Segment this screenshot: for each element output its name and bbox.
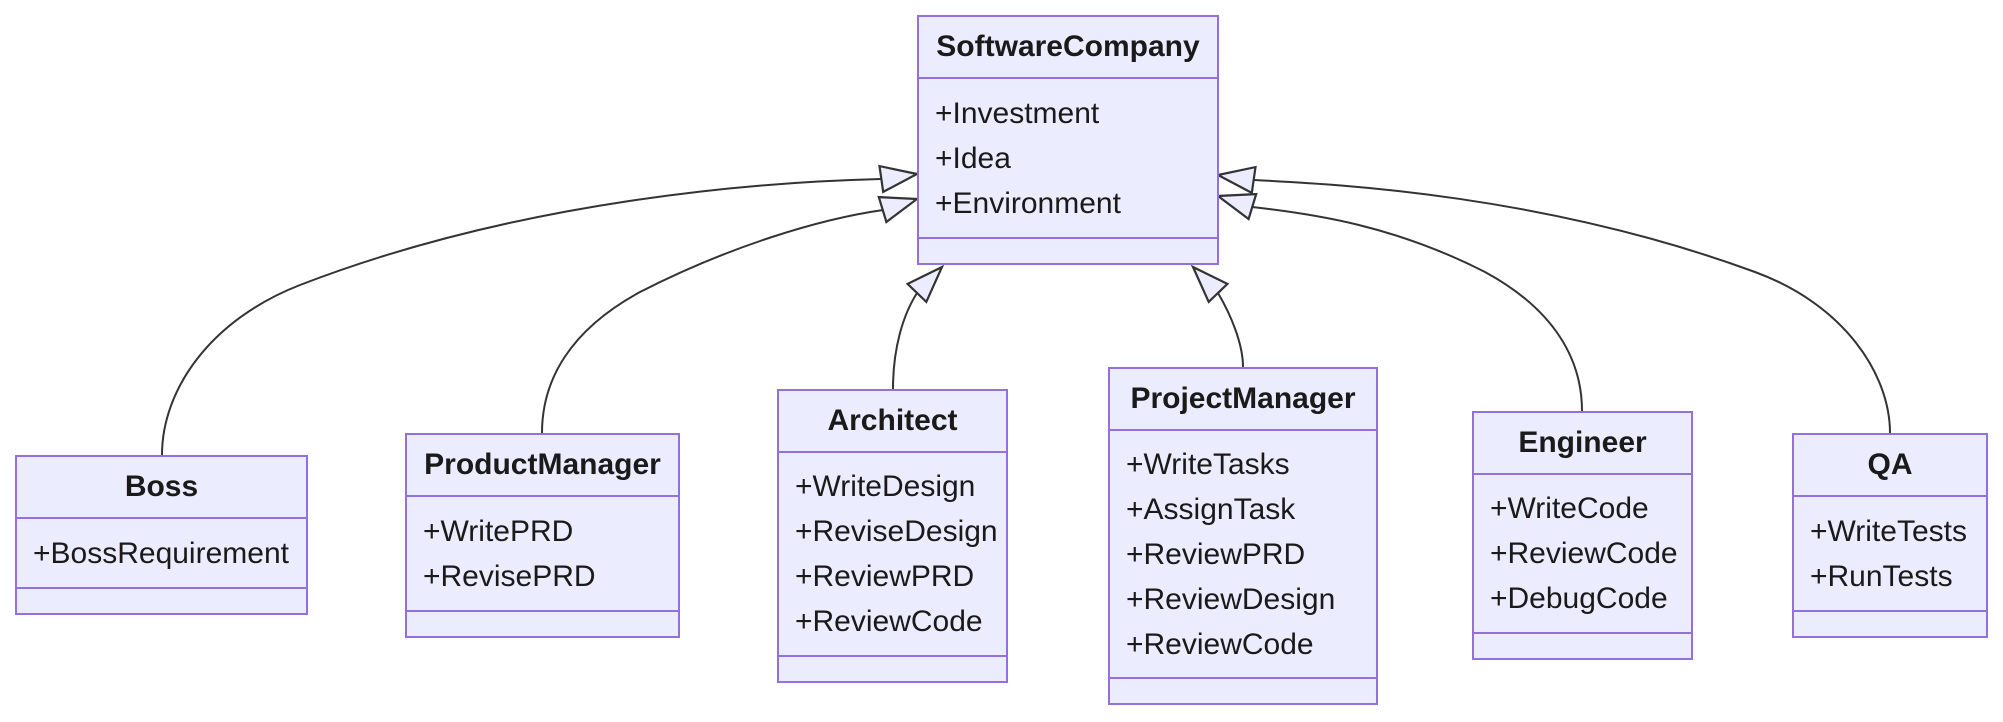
class-attribute: +DebugCode [1490, 582, 1668, 615]
class-attribute: +ReviewPRD [795, 560, 975, 593]
class-methods-empty [17, 587, 306, 613]
inheritance-arrowhead-architect [905, 264, 945, 304]
class-attribute: +Environment [935, 186, 1121, 220]
edge-qa-to-softwarecompany [1253, 179, 1891, 434]
class-attribute: +ReviseDesign [795, 515, 998, 548]
inheritance-arrowhead-boss [878, 164, 921, 194]
class-attribute: +ReviewCode [1490, 537, 1678, 570]
class-node-projectmanager: ProjectManager +WriteTasks +AssignTask +Re… [1108, 367, 1378, 705]
class-title: ProductManager [407, 435, 678, 497]
class-title: Boss [17, 457, 306, 519]
edge-engineer-to-softwarecompany [1251, 206, 1583, 412]
class-attribute: +ReviewCode [795, 605, 983, 638]
inheritance-arrowhead-engineer [1214, 192, 1258, 221]
class-attributes: +BossRequirement [17, 519, 306, 587]
class-attribute: +WritePRD [423, 514, 574, 548]
class-attribute: +WriteTests [1810, 514, 1967, 548]
class-attribute: +WriteDesign [795, 470, 976, 503]
class-title: ProjectManager [1110, 369, 1376, 431]
class-attribute: +ReviewPRD [1126, 537, 1306, 571]
class-attribute: +Idea [935, 141, 1011, 175]
class-attribute: +ReviewDesign [1126, 582, 1336, 616]
inheritance-arrowhead-qa [1214, 165, 1257, 195]
class-attributes: +WriteDesign +ReviseDesign +ReviewPRD +Revi… [779, 453, 1006, 655]
class-attributes: +WriteCode +ReviewCode +DebugCode [1474, 475, 1691, 632]
class-node-engineer: Engineer +WriteCode +ReviewCode +DebugCode [1472, 411, 1693, 660]
class-title: QA [1794, 435, 1986, 497]
class-attribute: +ReviewCode [1126, 627, 1314, 661]
class-node-architect: Architect +WriteDesign +ReviseDesign +Revi… [777, 389, 1008, 683]
class-attribute: +Investment [935, 96, 1100, 130]
class-title: SoftwareCompany [919, 17, 1217, 79]
class-node-softwarecompany: SoftwareCompany +Investment +Idea +Environ… [917, 15, 1219, 265]
class-methods-empty [919, 237, 1217, 263]
class-node-qa: QA +WriteTests +RunTests [1792, 433, 1988, 638]
class-methods-empty [779, 655, 1006, 681]
class-attribute: +WriteCode [1490, 492, 1649, 525]
class-node-boss: Boss +BossRequirement [15, 455, 308, 615]
class-attributes: +Investment +Idea +Environment [919, 79, 1217, 237]
class-title: Engineer [1474, 413, 1691, 475]
class-attribute: +BossRequirement [33, 536, 289, 570]
class-methods-empty [1794, 610, 1986, 636]
class-methods-empty [407, 610, 678, 636]
edge-boss-to-softwarecompany [161, 178, 882, 456]
class-attribute: +WriteTasks [1126, 447, 1290, 481]
class-attribute: +AssignTask [1126, 492, 1296, 526]
class-methods-empty [1474, 632, 1691, 658]
class-node-productmanager: ProductManager +WritePRD +RevisePRD [405, 433, 680, 638]
class-title: Architect [779, 391, 1006, 453]
class-methods-empty [1110, 677, 1376, 703]
class-attributes: +WriteTests +RunTests [1794, 497, 1986, 610]
edge-projectmanager-to-softwarecompany [1217, 292, 1244, 368]
class-attributes: +WritePRD +RevisePRD [407, 497, 678, 610]
inheritance-arrowhead-productmanager [877, 195, 921, 224]
class-attribute: +RunTests [1810, 559, 1953, 593]
class-attributes: +WriteTasks +AssignTask +ReviewPRD +ReviewD… [1110, 431, 1376, 677]
edge-architect-to-softwarecompany [892, 292, 918, 390]
edge-productmanager-to-softwarecompany [541, 209, 884, 434]
inheritance-arrowhead-projectmanager [1190, 264, 1230, 304]
class-attribute: +RevisePRD [423, 559, 596, 593]
